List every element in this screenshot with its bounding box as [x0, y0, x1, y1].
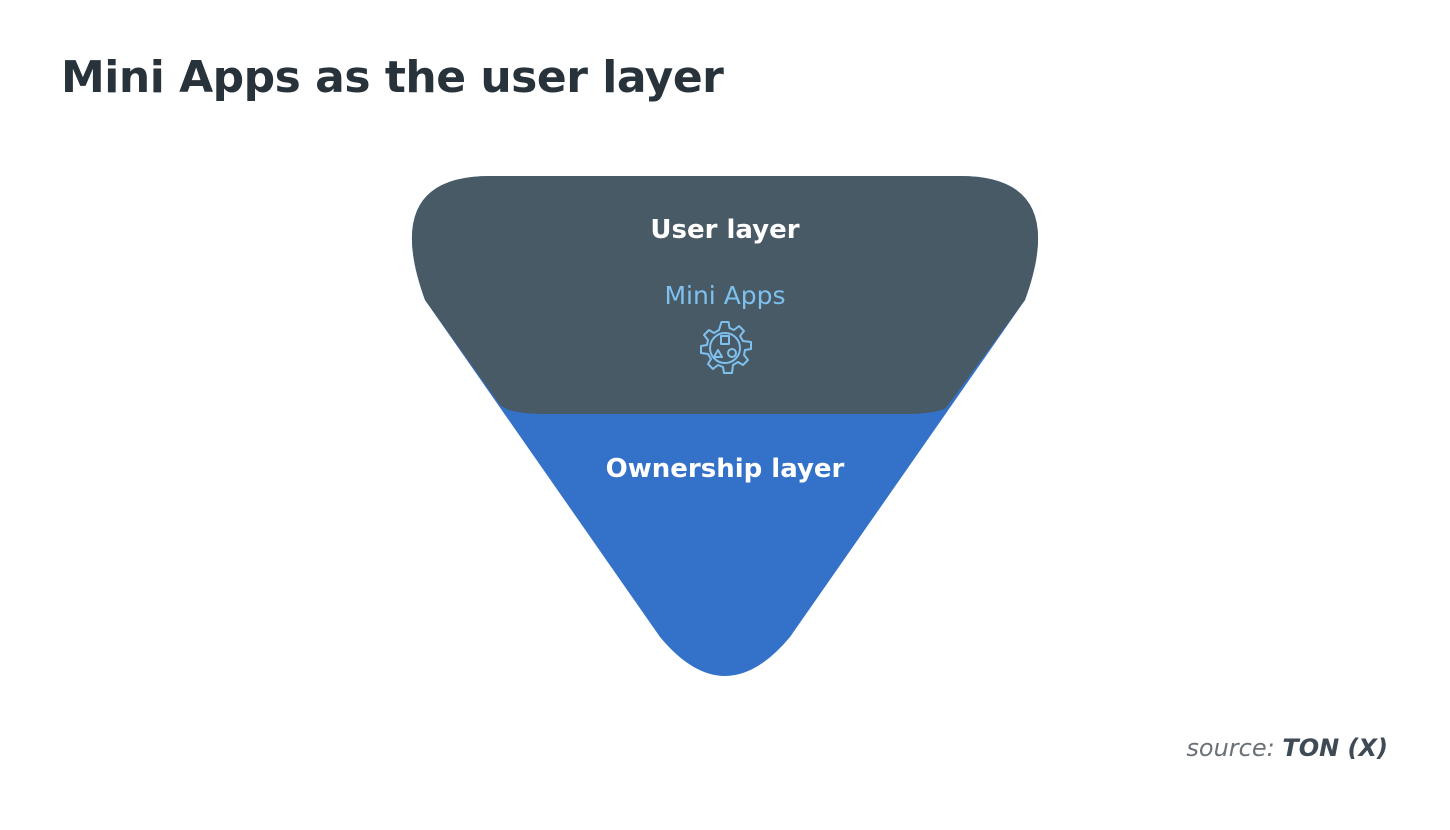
user-layer-shape — [411, 176, 1039, 414]
ownership-layer-label: Ownership layer — [606, 454, 845, 484]
user-layer-label: User layer — [650, 215, 799, 245]
gear-shapes-icon — [700, 321, 752, 374]
source-name: TON (X) — [1282, 734, 1388, 762]
source-prefix: source: — [1186, 734, 1275, 762]
page-title: Mini Apps as the user layer — [61, 52, 724, 103]
source-note: source: TON (X) — [1186, 734, 1388, 762]
mini-apps-label: Mini Apps — [664, 281, 785, 310]
